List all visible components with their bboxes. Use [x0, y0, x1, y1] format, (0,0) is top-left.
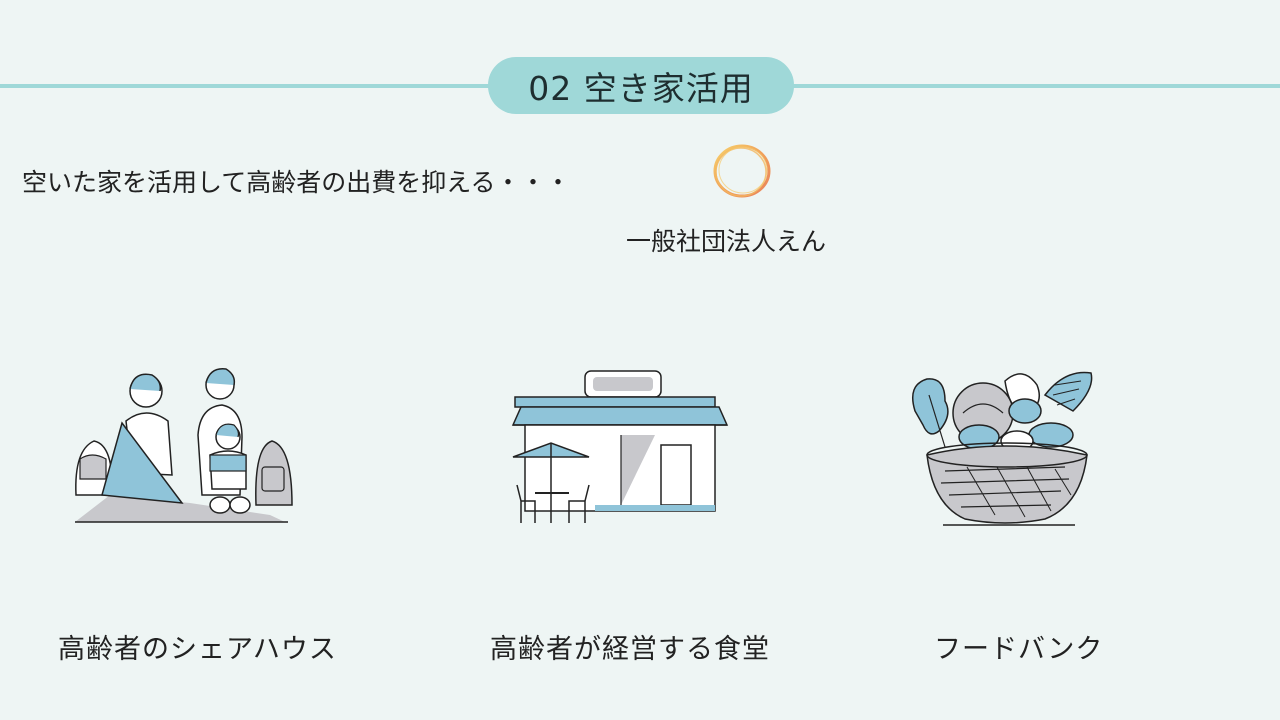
caption-share-house: 高齢者のシェアハウス [58, 634, 337, 665]
subtitle: 空いた家を活用して高齢者の出費を抑える・・・ [22, 168, 571, 197]
restaurant-illustration [505, 355, 735, 535]
organization-name: 一般社団法人えん [626, 227, 827, 256]
caption-restaurant: 高齢者が経営する食堂 [490, 634, 770, 665]
section-title: 02 空き家活用 [488, 57, 794, 114]
share-house-illustration [70, 355, 300, 535]
caption-food-bank: フードバンク [934, 634, 1104, 665]
organization-logo [710, 142, 774, 200]
food-basket-illustration [905, 355, 1105, 535]
